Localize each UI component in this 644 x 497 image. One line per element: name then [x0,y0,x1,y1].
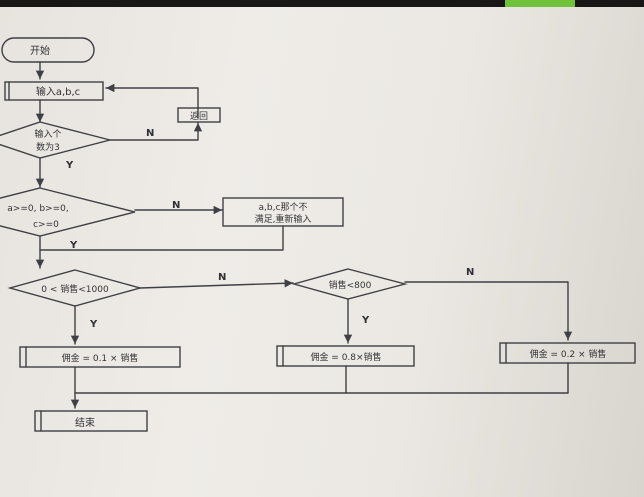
svg-text:a>=0, b>=0,: a>=0, b>=0, [7,204,68,214]
label-yes-positive: Y [69,240,78,251]
svg-text:销售<800: 销售<800 [329,279,372,291]
svg-text:输入个: 输入个 [34,128,61,140]
arrow-error-loop [39,225,284,251]
top-dark-edge [0,0,644,7]
green-strip [505,0,575,7]
label-yes-1000: Y [89,319,98,330]
bonus-08-node: 佣金 = 0.8×销售 [276,345,415,367]
start-label: 开始 [30,44,50,57]
return-node: 返回 [177,107,221,123]
bonus-01-node: 佣金 = 0.1 × 销售 [19,346,181,368]
input-node: 输入a,b,c [4,81,104,101]
decision-sales-800: 销售<800 [291,268,408,300]
label-yes-count: Y [65,160,74,171]
label-no-positive: N [172,200,180,211]
svg-text:佣金 = 0.2 × 销售: 佣金 = 0.2 × 销售 [530,348,607,360]
svg-text:佣金 = 0.8×销售: 佣金 = 0.8×销售 [310,351,381,363]
svg-text:c>=0: c>=0 [33,220,59,230]
label-yes-800: Y [361,315,370,326]
start-node: 开始 [1,37,95,63]
end-label: 结束 [75,416,95,429]
svg-text:佣金 = 0.1 × 销售: 佣金 = 0.1 × 销售 [62,352,139,364]
end-node: 结束 [34,410,148,432]
decision-positive: a>=0, b>=0, c>=0 [0,187,136,237]
decision-count: 输入个 数为3 [0,121,111,159]
svg-text:0 < 销售<1000: 0 < 销售<1000 [41,283,109,295]
return-label: 返回 [190,110,208,122]
arrow-1000-no [139,279,294,289]
svg-text:数为3: 数为3 [36,141,60,153]
arrow-800-no [404,281,573,341]
label-no-count: N [146,128,154,139]
arrow-count-no [109,122,203,141]
arrow-return-input [105,83,199,119]
decision-sales-1000: 0 < 销售<1000 [7,269,143,307]
label-no-1000: N [218,272,226,283]
input-label: 输入a,b,c [36,85,80,98]
label-no-800: N [466,267,474,278]
svg-text:a,b,c那个不: a,b,c那个不 [259,202,308,213]
error-node: a,b,c那个不 满足,重新输入 [222,197,344,227]
svg-text:满足,重新输入: 满足,重新输入 [255,213,312,225]
bonus-02-node: 佣金 = 0.2 × 销售 [499,342,636,364]
